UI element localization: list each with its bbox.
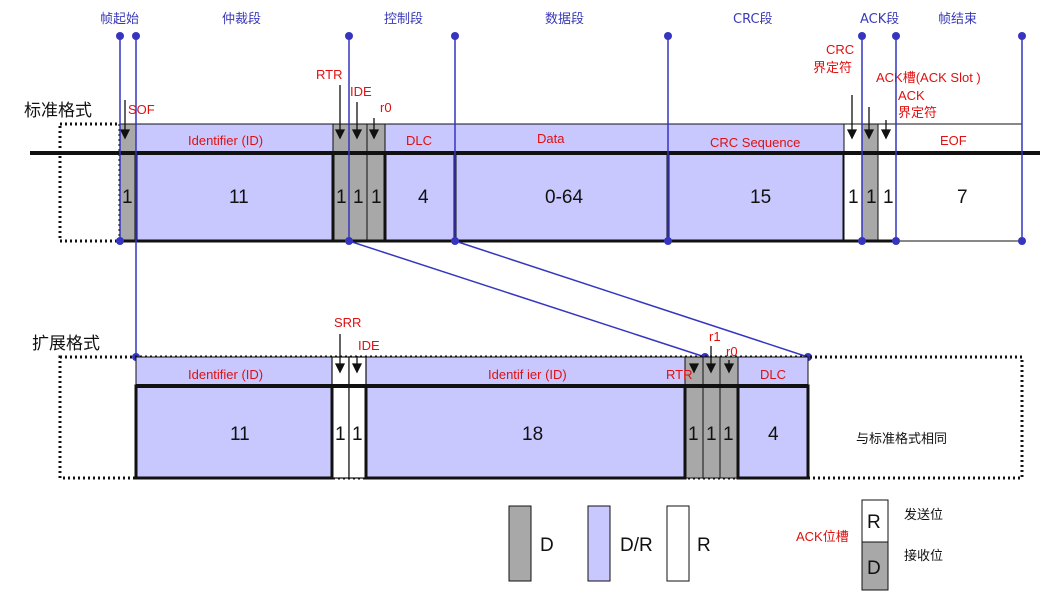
std-id-label-band [135, 123, 334, 154]
ext-r0-bits: 1 [723, 424, 734, 445]
ext-identifier-a-label: Identifier (ID) [188, 367, 263, 382]
std-rtr-field [332, 123, 350, 242]
ext-r0-field [719, 356, 739, 479]
legend-recv-bit: 接收位 [904, 548, 943, 564]
legend-r-label: R [697, 535, 711, 556]
std-eof-bits: 7 [957, 187, 968, 208]
segment-title-crc: CRC段 [733, 12, 773, 27]
std-crc-seq-label: CRC Sequence [710, 135, 800, 150]
std-arrows [119, 85, 892, 140]
ext-srr-field [331, 356, 350, 479]
legend-send-bit: 发送位 [904, 507, 943, 523]
std-data-label: Data [537, 131, 565, 146]
std-ack-slot-bits: 1 [866, 187, 877, 208]
std-r0-bits: 1 [371, 187, 382, 208]
legend: D D/R R ACK位槽 R D 发送位 接收位 [508, 499, 943, 591]
ext-id-a-bits: 11 [230, 424, 250, 445]
std-r0-label: r0 [380, 100, 392, 115]
legend-ack-d-label: D [867, 558, 881, 579]
ext-dlc-label-band [737, 356, 809, 387]
ext-ide-bits: 1 [352, 424, 363, 445]
ext-r1-label: r1 [709, 329, 721, 344]
ext-r1-bits: 1 [706, 424, 717, 445]
standard-idle-left [58, 122, 122, 243]
legend-ack-slot-label: ACK位槽 [796, 529, 849, 544]
ext-id-b-label-band [365, 356, 686, 387]
std-ide-bits: 1 [353, 187, 364, 208]
standard-format-label: 标准格式 [24, 101, 92, 121]
ext-rtr-bits: 1 [688, 424, 699, 445]
ext-same-as-standard: 与标准格式相同 [856, 431, 947, 447]
std-identifier-label: Identifier (ID) [188, 133, 263, 148]
ext-dlc-bits: 4 [768, 424, 779, 445]
std-sof-label: SOF [128, 102, 155, 117]
std-ack-delim-field [877, 123, 897, 242]
ext-id-b-bits: 18 [522, 424, 543, 445]
std-eof-label: EOF [940, 133, 967, 148]
ext-dlc-label: DLC [760, 367, 786, 382]
ext-identifier-b-label: Identif ier (ID) [488, 367, 567, 382]
segment-titles: 帧起始 仲裁段 控制段 数据段 CRC段 ACK段 帧结束 [100, 11, 977, 27]
ext-rtr-label: RTR [666, 367, 692, 382]
std-dlc-label: DLC [406, 133, 432, 148]
ext-ide-field [348, 356, 367, 479]
segment-title-data: 数据段 [545, 12, 584, 27]
segment-title-arbitration: 仲裁段 [222, 11, 261, 27]
ext-srr-label: SRR [334, 315, 361, 330]
std-rtr-label: RTR [316, 67, 342, 82]
std-data-bits: 0-64 [545, 187, 583, 208]
std-rtr-bits: 1 [336, 187, 347, 208]
ext-srr-bits: 1 [335, 424, 346, 445]
std-dlc-bits: 4 [418, 187, 429, 208]
std-dlc-label-band [384, 123, 456, 154]
ext-r0-label: r0 [726, 344, 738, 359]
std-crc-delim-label-1: CRC [826, 42, 854, 57]
std-sof-bits: 1 [122, 187, 133, 208]
legend-dr-label: D/R [620, 535, 653, 556]
std-ack-delim-label-1: ACK [898, 88, 925, 103]
std-ide-label: IDE [350, 84, 372, 99]
std-data-label-band [454, 123, 669, 154]
std-eof-field [895, 152, 1023, 242]
std-r0-field [366, 123, 386, 242]
std-ack-slot-label: ACK槽(ACK Slot ) [876, 70, 981, 85]
ext-arrows [334, 334, 735, 374]
legend-d-swatch [508, 505, 532, 582]
std-crc-delim-bits: 1 [848, 187, 859, 208]
std-ack-slot-field [861, 123, 879, 242]
ext-r1-field [702, 356, 721, 479]
std-sof-field [119, 123, 137, 242]
legend-dr-swatch [587, 505, 611, 582]
legend-ack-d-box [861, 541, 889, 591]
ext-id-b-field [364, 384, 687, 480]
legend-ack-r-label: R [867, 512, 881, 533]
segment-boundary-lines [119, 36, 1023, 358]
segment-title-ack: ACK段 [860, 12, 899, 27]
legend-r-swatch [666, 505, 690, 582]
extended-format-label: 扩展格式 [32, 334, 100, 354]
std-crc-delim-field [843, 123, 863, 242]
std-ide-field [348, 123, 368, 242]
legend-d-label: D [540, 535, 554, 556]
std-crc-bits: 15 [750, 187, 771, 208]
ext-ide-label: IDE [358, 338, 380, 353]
segment-title-eof: 帧结束 [938, 12, 977, 27]
std-crc-delim-label-2: 界定符 [813, 60, 852, 75]
segment-title-sof: 帧起始 [100, 12, 139, 27]
std-id-bits: 11 [229, 187, 249, 208]
ext-id-a-field [134, 384, 334, 480]
std-ack-delim-label-2: 界定符 [898, 105, 937, 120]
segment-title-control: 控制段 [384, 12, 423, 27]
std-ack-delim-bits: 1 [883, 187, 894, 208]
